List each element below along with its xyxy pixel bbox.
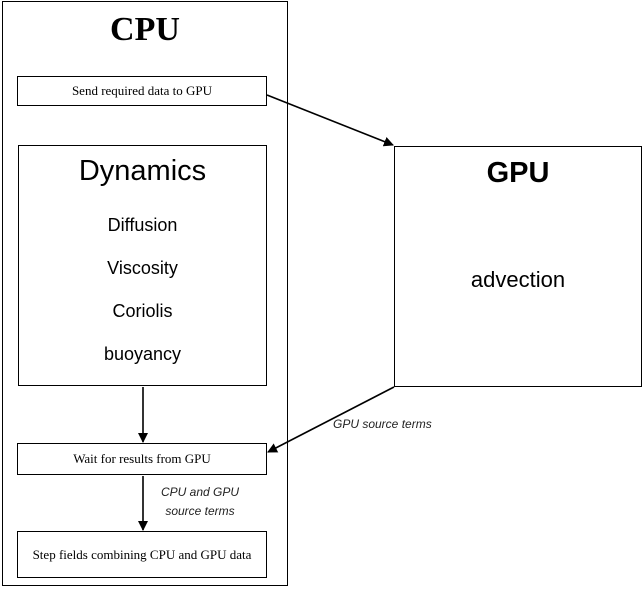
cpu-gpu-source-terms-label: CPU and GPU source terms	[150, 483, 250, 521]
gpu-source-terms-label: GPU source terms	[333, 417, 432, 431]
dynamics-item-diffusion: Diffusion	[107, 215, 178, 235]
send-data-step-label: Send required data to GPU	[71, 83, 213, 98]
gpu-title: GPU	[486, 157, 550, 189]
gpu-box	[394, 146, 642, 387]
send-data-step: Send required data to GPU	[17, 76, 267, 106]
combine-fields-step: Step fields combining CPU and GPU data	[17, 531, 267, 578]
wait-results-step: Wait for results from GPU	[17, 443, 267, 475]
dynamics-item-buoyancy: buoyancy	[103, 344, 182, 364]
cpu-gpu-source-terms-line2: source terms	[165, 504, 235, 518]
dynamics-item-coriolis: Coriolis	[112, 301, 173, 321]
dynamics-box	[18, 145, 267, 386]
cpu-gpu-source-terms-line1: CPU and GPU	[160, 485, 240, 499]
dynamics-item-viscosity: Viscosity	[107, 258, 178, 278]
cpu-title: CPU	[110, 11, 180, 48]
wait-results-step-label: Wait for results from GPU	[73, 451, 211, 466]
gpu-item-advection: advection	[470, 267, 566, 292]
combine-fields-step-label: Step fields combining CPU and GPU data	[32, 546, 252, 562]
dynamics-title: Dynamics	[78, 155, 207, 187]
